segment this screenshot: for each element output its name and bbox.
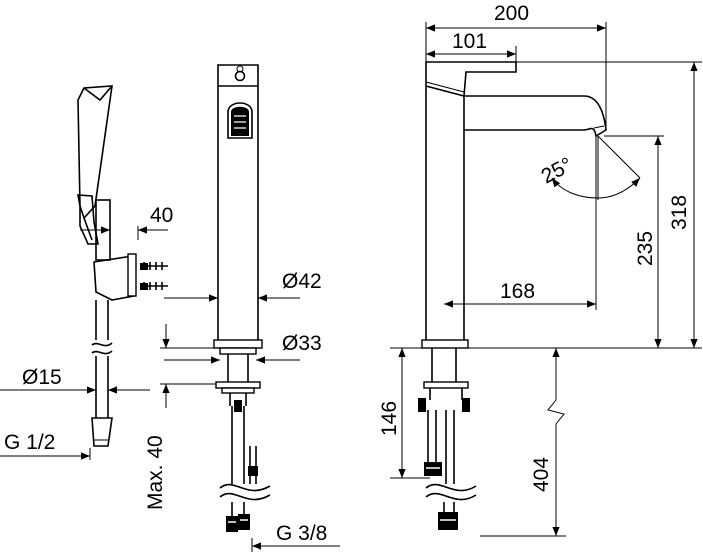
dimension-body-diameter-42: Ø42	[282, 270, 322, 293]
dimension-angle-25: 25°	[538, 153, 577, 188]
wall-screw	[140, 282, 168, 290]
dimension-width-200: 200	[494, 2, 529, 25]
dimension-holder-40: 40	[150, 204, 173, 227]
dimension-height-318: 318	[668, 195, 691, 230]
tap-front-view: Ø42 Ø33 Max. 40 G 3/8	[144, 64, 340, 552]
dimension-reach-168: 168	[500, 280, 535, 303]
label-thread-g12: G 1/2	[4, 431, 55, 454]
hand-shower-view: 40 Ø15 G 1/2	[0, 85, 173, 460]
dimension-depth-146: 146	[378, 401, 401, 436]
dimension-width-101: 101	[452, 30, 487, 53]
dimension-max-40: Max. 40	[144, 435, 167, 510]
dimension-hose-diameter-15: Ø15	[22, 366, 62, 389]
label-thread-g38: G 3/8	[276, 522, 327, 545]
tap-side-view: 200 101 25° 318 235 168 146 4	[378, 2, 702, 537]
wall-screw	[140, 262, 168, 270]
dimension-hose-404: 404	[530, 457, 553, 492]
dimension-base-diameter-33: Ø33	[282, 332, 322, 355]
dimension-height-235: 235	[634, 231, 657, 266]
